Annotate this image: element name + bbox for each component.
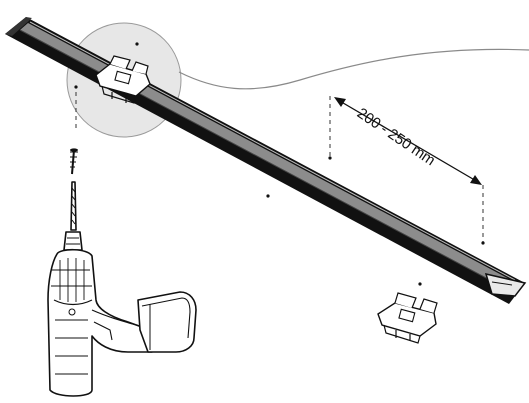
mounting-clip — [377, 292, 438, 344]
screw-hole-marker — [418, 282, 422, 286]
mounting-clip-detail — [95, 55, 151, 104]
dimension-arrow — [334, 97, 482, 185]
screw-hole-marker — [74, 85, 78, 89]
rail-end-cap-left — [5, 17, 32, 36]
magnifier-leader-line — [178, 48, 529, 90]
rail-end-cap-right — [484, 272, 527, 297]
screw-hole-marker — [266, 194, 270, 198]
screw-hole-marker — [135, 42, 139, 46]
screw-icon — [70, 148, 78, 175]
cordless-drill-icon — [47, 181, 197, 397]
